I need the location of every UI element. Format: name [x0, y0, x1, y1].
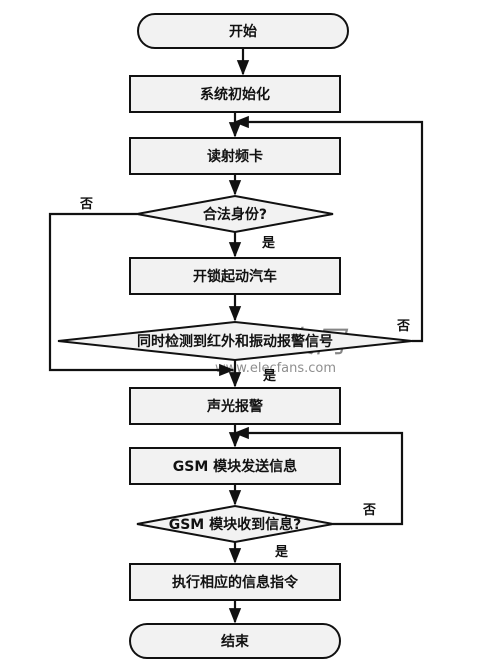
init-label: 系统初始化: [200, 86, 270, 103]
identity-decision-label: 合法身份?: [203, 206, 267, 223]
execute-label: 执行相应的信息指令: [172, 574, 299, 591]
sound-light-box: [129, 387, 341, 425]
identity-no-label: 否: [79, 197, 93, 212]
end-terminator: [129, 623, 341, 659]
unlock-label: 开锁起动汽车: [193, 268, 277, 285]
sound-light-label: 声光报警: [206, 398, 263, 415]
arrow-gsm-no: [233, 426, 404, 526]
watermark-url: www.elecfans.com: [215, 361, 336, 376]
gsm-send-box: [129, 447, 341, 485]
alarm-yes-label: 是: [262, 369, 277, 384]
end-label: 结束: [221, 633, 250, 650]
identity-decision: [136, 194, 334, 234]
alarm-decision-label: 同时检测到红外和振动报警信号: [137, 333, 333, 350]
read-card-label: 读射频卡: [207, 148, 263, 165]
gsm-send-label: GSM 模块发送信息: [173, 458, 297, 475]
gsm-decision-label: GSM 模块收到信息?: [169, 516, 302, 533]
arrow-identity-no: [48, 212, 235, 377]
identity-yes-label: 是: [261, 236, 276, 251]
arrow-alarm-no: [233, 115, 424, 343]
gsm-no-label: 否: [362, 503, 376, 518]
unlock-box: [129, 257, 341, 295]
gsm-yes-label: 是: [274, 545, 289, 560]
start-label: 开始: [229, 23, 257, 40]
alarm-no-label: 否: [396, 319, 410, 334]
